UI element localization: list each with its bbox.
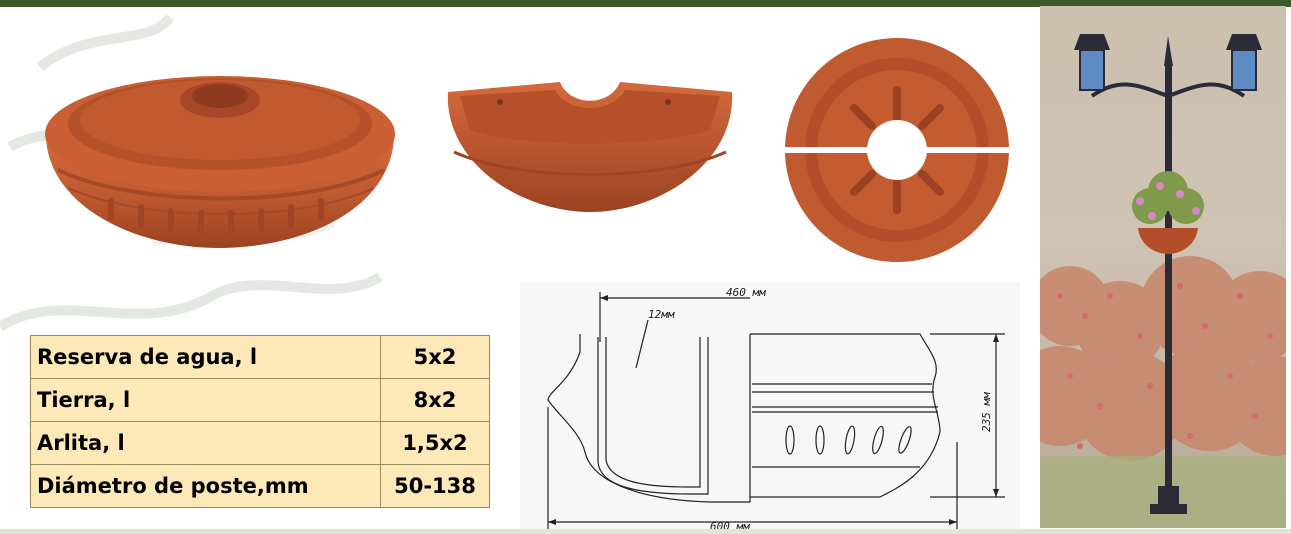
- spec-label: Tierra, l: [30, 378, 381, 422]
- spec-value: 8x2: [380, 378, 490, 422]
- table-row: Tierra, l 8x2: [30, 378, 490, 422]
- dim-height-label: 235 мм: [980, 392, 993, 432]
- spec-label: Reserva de agua, l: [30, 335, 381, 379]
- planter-half-render: [447, 82, 733, 212]
- spec-label: Diámetro de poste,mm: [30, 464, 381, 508]
- lamp-post-photo: [1040, 6, 1286, 528]
- dim-top-label: 460 мм: [726, 286, 766, 299]
- top-accent-bar: [0, 0, 1291, 7]
- table-row: Diámetro de poste,mm 50-138: [30, 464, 490, 508]
- specs-table: Reserva de agua, l 5x2 Tierra, l 8x2 Arl…: [30, 335, 490, 508]
- spec-value: 1,5x2: [380, 421, 490, 465]
- spec-value: 50-138: [380, 464, 490, 508]
- bottom-accent-bar: [0, 529, 1291, 534]
- technical-drawing: 460 мм 12мм 235 мм 600 мм: [520, 282, 1020, 532]
- planter-top-view-render: [772, 38, 1022, 262]
- table-row: Reserva de agua, l 5x2: [30, 335, 490, 379]
- spec-value: 5x2: [380, 335, 490, 379]
- dim-wall-label: 12мм: [648, 308, 675, 321]
- spec-label: Arlita, l: [30, 421, 381, 465]
- table-row: Arlita, l 1,5x2: [30, 421, 490, 465]
- planter-full-render: [45, 76, 395, 248]
